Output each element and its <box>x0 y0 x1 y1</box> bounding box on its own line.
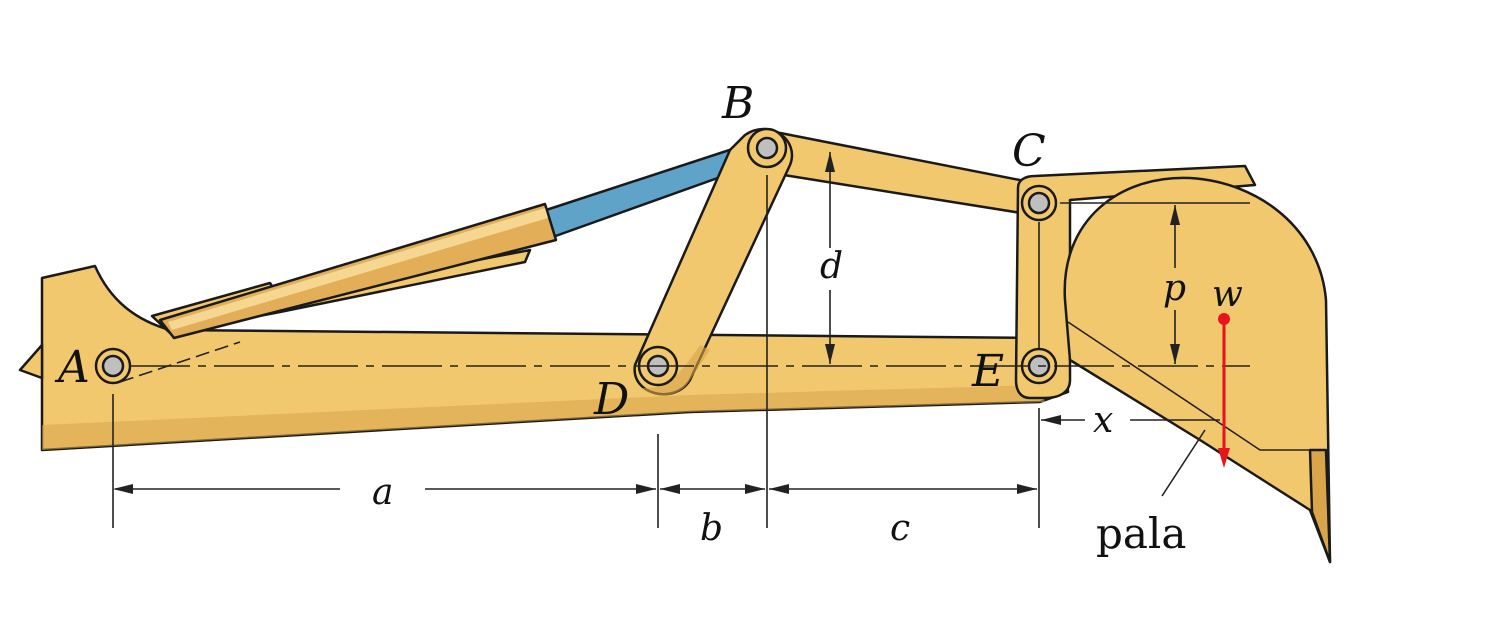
label-point-e: E <box>971 346 1004 397</box>
link-bc <box>763 128 1042 218</box>
link-bd-shade <box>642 345 710 396</box>
dim-c <box>769 484 1037 494</box>
label-pala: pala <box>1096 509 1186 558</box>
bucket-body <box>1063 176 1332 564</box>
dim-x <box>1041 415 1220 425</box>
dim-d <box>825 152 835 364</box>
label-point-b: B <box>721 78 754 129</box>
bucket-lip <box>1308 448 1332 564</box>
label-dim-a: a <box>372 472 393 513</box>
dim-a <box>113 484 656 494</box>
boom-shade <box>42 385 1045 450</box>
pala-leader <box>1161 429 1206 497</box>
label-dim-c: c <box>890 508 910 549</box>
label-dim-x: x <box>1093 400 1113 441</box>
label-point-c: C <box>1012 126 1046 177</box>
dim-b <box>660 484 765 494</box>
label-dim-d: d <box>820 246 843 287</box>
pin-b <box>746 127 788 169</box>
label-dim-p: p <box>1163 268 1186 309</box>
bucket-floor <box>1067 321 1310 451</box>
label-load-w: w <box>1212 274 1243 315</box>
label-point-d: D <box>593 374 629 425</box>
label-point-a: A <box>54 342 90 393</box>
cylinder-highlight <box>168 208 548 330</box>
label-dim-b: b <box>700 508 723 549</box>
boom-notch <box>18 343 44 380</box>
pin-c <box>1020 184 1058 222</box>
pin-a <box>94 347 132 385</box>
cylinder-axis <box>119 341 241 383</box>
dim-p <box>1170 205 1180 364</box>
load-w <box>1218 313 1230 468</box>
